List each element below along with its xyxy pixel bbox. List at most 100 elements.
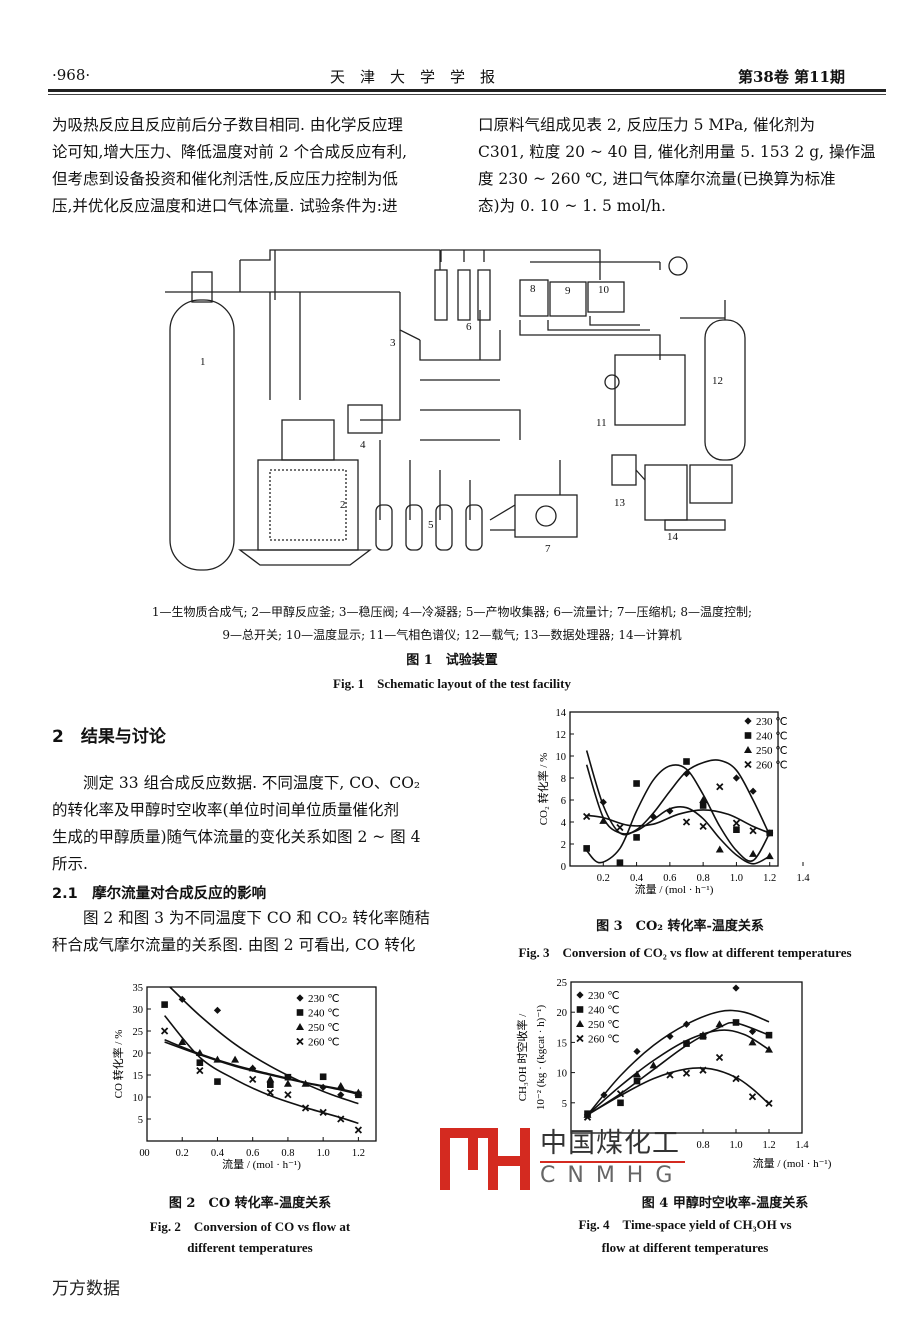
label-12: 12 <box>712 375 723 387</box>
wire <box>519 316 661 360</box>
y-axis-label: CH₃OH 时空收率 / <box>515 1013 529 1102</box>
data-point-square <box>699 802 707 809</box>
product-collector <box>465 504 483 551</box>
x-tick-label: 0.2 <box>597 873 610 884</box>
fit-curve-cross <box>587 1067 770 1116</box>
y-tick-label: 4 <box>561 818 567 829</box>
data-point-cross <box>682 1069 691 1077</box>
piping <box>680 300 726 320</box>
x-tick-label: 1.0 <box>729 1140 742 1151</box>
fit-curve-diamond <box>169 986 359 1105</box>
reactor-heater <box>269 469 347 541</box>
gc-valve <box>604 374 620 390</box>
cnmhg-logo-mark <box>440 1128 530 1190</box>
data-point-cross <box>732 819 741 827</box>
label-8: 8 <box>530 283 536 295</box>
y-tick-label: 30 <box>133 1005 144 1016</box>
text-line: 压,并优化反应温度和进口气体流量. 试验条件为:进 <box>52 197 398 215</box>
data-point-cross <box>732 1075 740 1083</box>
legend-marker-triangle <box>744 746 752 753</box>
fit-curve-triangle <box>586 1029 770 1116</box>
subsection-heading: 2.1 摩尔流量对合成反应的影响 <box>52 886 267 902</box>
data-point-cross <box>160 1027 169 1035</box>
figure4-caption-cn: 图 4 甲醇时空收率-温度关系 <box>641 1196 809 1211</box>
data-point-triangle <box>715 845 724 853</box>
legend-marker-diamond <box>576 991 584 999</box>
data-point-cross <box>266 1088 274 1097</box>
data-point-triangle <box>213 1055 222 1063</box>
x-tick-label: 1.0 <box>317 1148 330 1159</box>
label-5: 5 <box>428 519 434 531</box>
temperature-controller <box>519 279 549 317</box>
y-tick-label: 15 <box>557 1038 568 1049</box>
data-point-triangle <box>195 1049 204 1056</box>
data-point-cross <box>301 1104 310 1112</box>
text-line: 口原料气组成见表 2, 反应压力 5 MPa, 催化剂为 <box>478 116 816 134</box>
data-point-square <box>732 1019 740 1026</box>
gas-chromatograph <box>614 354 686 426</box>
legend-label: 240 ℃ <box>308 1008 340 1020</box>
data-point-cross <box>354 1126 363 1134</box>
x-tick-label: 1.2 <box>762 1140 775 1151</box>
plot-frame <box>570 981 803 1134</box>
compressor <box>514 494 578 538</box>
flowmeter <box>477 269 491 321</box>
y-tick-label: 15 <box>133 1071 144 1082</box>
data-point-square <box>733 826 740 833</box>
data-point-diamond <box>600 1091 608 1099</box>
y-tick-label: 5 <box>562 1099 567 1110</box>
header-rule-thin <box>48 94 886 95</box>
data-point-square <box>284 1073 292 1081</box>
x-tick-label: 0.8 <box>696 1140 709 1151</box>
data-point-triangle <box>765 852 774 860</box>
data-point-cross <box>196 1066 204 1075</box>
data-point-triangle <box>599 816 608 824</box>
data-point-triangle <box>715 1020 724 1028</box>
text-line: 态)为 0. 10 ~ 1. 5 mol/h. <box>478 197 666 215</box>
x-tick-label: 1.4 <box>796 873 810 884</box>
label-3: 3 <box>390 337 396 349</box>
product-collector <box>375 504 393 551</box>
text-line: 图 2 和图 3 为不同温度下 CO 和 CO₂ 转化率随秸 <box>83 909 430 927</box>
text-line: 为吸热反应且反应前后分子数目相同. 由化学反应理 <box>52 116 403 134</box>
figure1-legend-line: 9—总开关; 10—温度显示; 11—气相色谱仪; 12—载气; 13—数据处理… <box>222 628 682 642</box>
data-point-cross <box>699 822 707 831</box>
text-line: 论可知,增大压力、降低温度对前 2 个合成反应有利, <box>52 143 408 161</box>
figure3-caption-cn: 图 3 CO₂ 转化率-温度关系 <box>596 919 764 934</box>
figure2-caption-cn: 图 2 CO 转化率-温度关系 <box>168 1196 332 1211</box>
legend-marker-triangle <box>296 1023 304 1030</box>
page-number: ·968· <box>52 66 91 84</box>
data-point-triangle <box>633 1070 641 1078</box>
product-collector <box>435 504 453 551</box>
y-tick-label: 5 <box>138 1115 143 1126</box>
data-point-cross <box>249 1075 257 1084</box>
data-point-diamond <box>633 1047 641 1056</box>
section2-paragraph-2: 图 2 和图 3 为不同温度下 CO 和 CO₂ 转化率随秸 秆合成气摩尔流量的… <box>52 905 430 959</box>
product-collector <box>405 504 423 551</box>
intro-right-column: 口原料气组成见表 2, 反应压力 5 MPa, 催化剂为 C301, 粒度 20… <box>478 112 876 220</box>
legend-label: 260 ℃ <box>588 1034 620 1046</box>
data-point-diamond <box>213 1006 222 1014</box>
reactor-base <box>238 549 372 566</box>
label-7: 7 <box>545 543 551 555</box>
data-point-cross <box>284 1091 292 1099</box>
legend-label: 230 ℃ <box>308 993 340 1005</box>
y-tick-label: 6 <box>561 796 566 807</box>
data-point-diamond <box>599 798 607 806</box>
label-11: 11 <box>596 417 607 429</box>
y-tick-label: 0 <box>561 862 566 873</box>
data-point-square <box>683 758 690 765</box>
legend-label: 240 ℃ <box>756 731 788 743</box>
x-tick-label: 0.8 <box>281 1148 294 1159</box>
text-line: C301, 粒度 20 ~ 40 目, 催化剂用量 5. 153 2 g, 操作… <box>478 143 876 161</box>
data-point-triangle <box>649 1061 658 1069</box>
legend-label: 240 ℃ <box>588 1005 620 1017</box>
y-tick-label: 25 <box>133 1027 144 1038</box>
text-line: 所示. <box>52 855 88 873</box>
text-line: 秆合成气摩尔流量的关系图. 由图 2 可看出, CO 转化 <box>52 936 416 954</box>
data-point-cross <box>716 783 724 791</box>
y-tick-label: 10 <box>557 1069 568 1080</box>
data-point-cross <box>616 823 624 832</box>
